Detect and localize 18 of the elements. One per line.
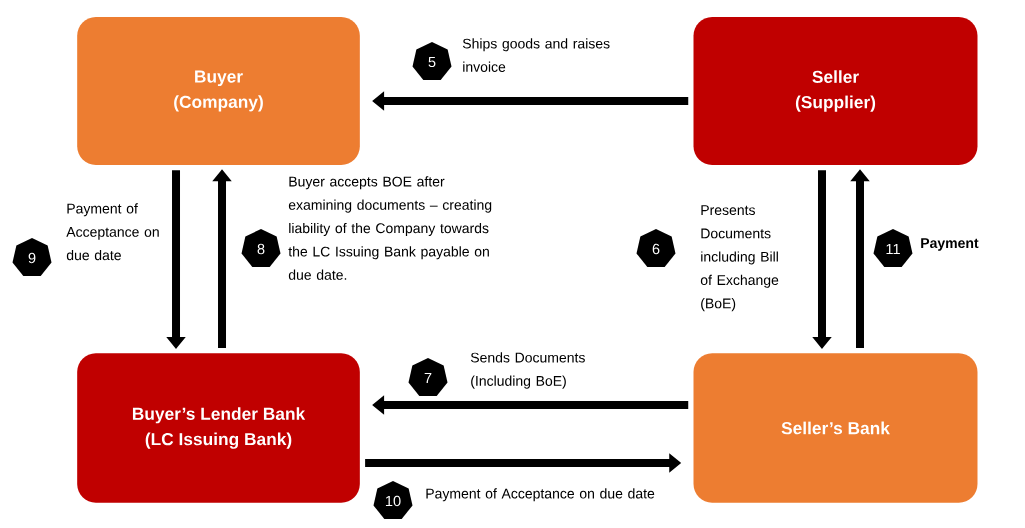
- step-badge: 8: [241, 229, 281, 267]
- step-badge: 7: [408, 358, 448, 396]
- edge-label: Payment of Acceptance on due date: [66, 203, 159, 261]
- step-badge: 11: [873, 229, 913, 267]
- edge-label: Presents Documents including Bill of Exchange (BoE): [700, 205, 779, 312]
- party-box: Buyer’s Lender Bank (LC Issuing Bank): [77, 353, 360, 503]
- party-box: Seller (Supplier): [693, 17, 978, 165]
- step-badge: 10: [373, 481, 413, 519]
- edge-label: Ships goods and raises invoice: [462, 38, 610, 72]
- step-badge: 6: [636, 229, 676, 267]
- edge-label: Sends Documents (Including BoE): [470, 352, 585, 389]
- edge-label: Payment: [921, 238, 979, 251]
- step-badge: 5: [412, 42, 452, 80]
- edge-label: Payment of Acceptance on due date: [426, 488, 655, 502]
- party-box: Seller’s Bank: [693, 353, 978, 503]
- edge-label: Buyer accepts BOE after examining documents – creating liability of the Company towards the LC Issuing Bank payable on due date.: [288, 176, 492, 280]
- party-box: Buyer (Company): [77, 17, 360, 165]
- step-badge: 9: [12, 238, 52, 276]
